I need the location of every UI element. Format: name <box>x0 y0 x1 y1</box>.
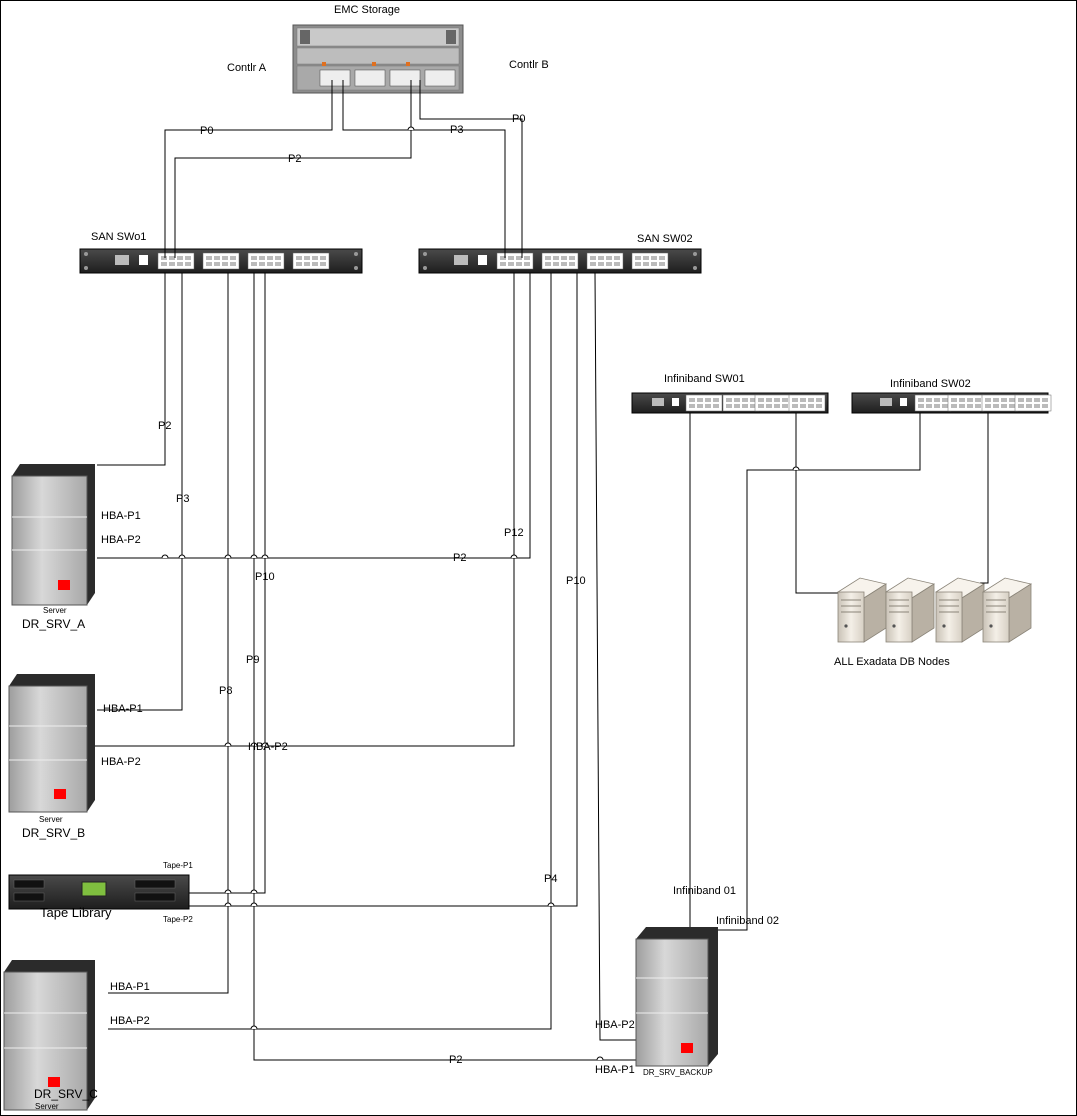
tape-port2-label: Tape-P2 <box>163 915 193 924</box>
controller-b-label: Contlr B <box>509 59 549 71</box>
wire-ib1-exadata <box>795 413 840 594</box>
port-label: P2 <box>449 1054 462 1066</box>
server-name: DR_SRV_A <box>22 617 85 631</box>
wire-ctrl-a-p0 <box>164 80 333 258</box>
hba-p2-wire-label: HBA-P2 <box>248 741 288 753</box>
wire-sw1-p10-tape <box>188 273 266 894</box>
port-label: P2 <box>453 552 466 564</box>
status-led-icon <box>54 789 66 799</box>
wire-sw1-p2-srv-a <box>97 273 166 466</box>
exadata-node-icon <box>884 577 936 643</box>
wire-ib2-exadata <box>980 413 989 584</box>
status-led-icon <box>681 1043 693 1053</box>
port-label: P10 <box>566 575 586 587</box>
ib-sw02-label: Infiniband SW02 <box>890 378 971 390</box>
hba-p1-label: HBA-P1 <box>595 1064 635 1076</box>
storage-title: EMC Storage <box>334 4 400 16</box>
server-dr-srv-a: HBA-P1 HBA-P2 Server DR_SRV_A <box>11 464 141 631</box>
server-type-label: Server <box>43 606 67 615</box>
server-type-label: Server <box>35 1102 59 1111</box>
port-label: P0 <box>200 125 213 137</box>
hba-p1-label: HBA-P1 <box>101 510 141 522</box>
hba-p2-label: HBA-P2 <box>101 756 141 768</box>
wire-sw2-backup-hba-p2 <box>594 272 636 1041</box>
hba-p2-label: HBA-P2 <box>110 1015 150 1027</box>
status-led-icon <box>48 1077 60 1087</box>
port-label: P12 <box>504 527 524 539</box>
storage-array-icon <box>292 24 464 94</box>
controller-a-label: Contlr A <box>227 62 267 74</box>
ib2-label: Infiniband 02 <box>716 915 779 927</box>
server-name: DR_SRV_B <box>22 826 85 840</box>
port-label: P9 <box>246 654 259 666</box>
server-dr-srv-c: HBA-P1 HBA-P2 DR_SRV_C Server <box>3 960 150 1111</box>
port-label: P8 <box>219 685 232 697</box>
status-led-icon <box>58 580 70 590</box>
emc-storage: EMC Storage Contlr A Contlr B <box>227 4 549 94</box>
port-label: P2 <box>158 420 171 432</box>
exadata-node-icon <box>934 577 986 643</box>
port-labels: P0 P2 P3 P0 P2 P3 P10 P9 P8 P12 P2 P10 P… <box>158 113 586 1066</box>
exadata-nodes <box>836 577 1033 643</box>
tape-library: Tape-P1 Tape-P2 Tape Library <box>8 861 193 924</box>
port-label: P2 <box>288 153 301 165</box>
wire-sw2-p2-srv-a <box>97 273 531 559</box>
tape-library-name: Tape Library <box>40 905 112 920</box>
wire-ctrl-b-p0 <box>419 80 523 258</box>
san-switch-02: SAN SW02 <box>418 233 702 274</box>
wire-sw1-p8-srv-c <box>108 273 229 994</box>
exadata-node-icon <box>981 577 1033 643</box>
server-dr-srv-b: HBA-P1 HBA-P2 HBA-P2 Server DR_SRV_B <box>8 674 288 840</box>
server-dr-srv-backup: Infiniband 01 Infiniband 02 HBA-P2 HBA-P… <box>595 885 779 1077</box>
hba-p2-label: HBA-P2 <box>595 1019 635 1031</box>
port-label: P3 <box>176 493 189 505</box>
server-type-label: Server <box>39 815 63 824</box>
port-label: P10 <box>255 571 275 583</box>
hba-p1-label: HBA-P1 <box>110 981 150 993</box>
tape-port1-label: Tape-P1 <box>163 861 193 870</box>
server-name: DR_SRV_BACKUP <box>643 1068 713 1077</box>
port-label: P3 <box>450 124 463 136</box>
port-label: P4 <box>544 873 557 885</box>
wire-sw1-p9-backup <box>253 273 646 1061</box>
port-label: P0 <box>512 113 525 125</box>
ib1-label: Infiniband 01 <box>673 885 736 897</box>
wire-sw2-p12-srv-b <box>89 273 515 755</box>
san-sw02-label: SAN SW02 <box>637 233 693 245</box>
wire-ib2-backup <box>716 413 921 931</box>
infiniband-switch-01: Infiniband SW01 <box>631 373 829 414</box>
wire-ctrl-b-p3 <box>342 80 506 258</box>
wire-sw1-p3-srv-b <box>97 273 183 711</box>
ib-sw01-label: Infiniband SW01 <box>664 373 745 385</box>
exadata-label: ALL Exadata DB Nodes <box>834 656 950 668</box>
san-sw01-label: SAN SWo1 <box>91 231 146 243</box>
exadata-node-icon <box>836 577 888 643</box>
infiniband-switch-02: Infiniband SW02 <box>851 378 1052 414</box>
wire-sw2-p10-tape <box>188 273 578 907</box>
wire-ctrl-a-p2 <box>174 80 412 258</box>
san-switch-01: SAN SWo1 <box>79 231 363 274</box>
connections <box>89 80 989 1061</box>
hba-p2-label: HBA-P2 <box>101 534 141 546</box>
server-name: DR_SRV_C <box>34 1087 98 1101</box>
hba-p1-label: HBA-P1 <box>103 703 143 715</box>
